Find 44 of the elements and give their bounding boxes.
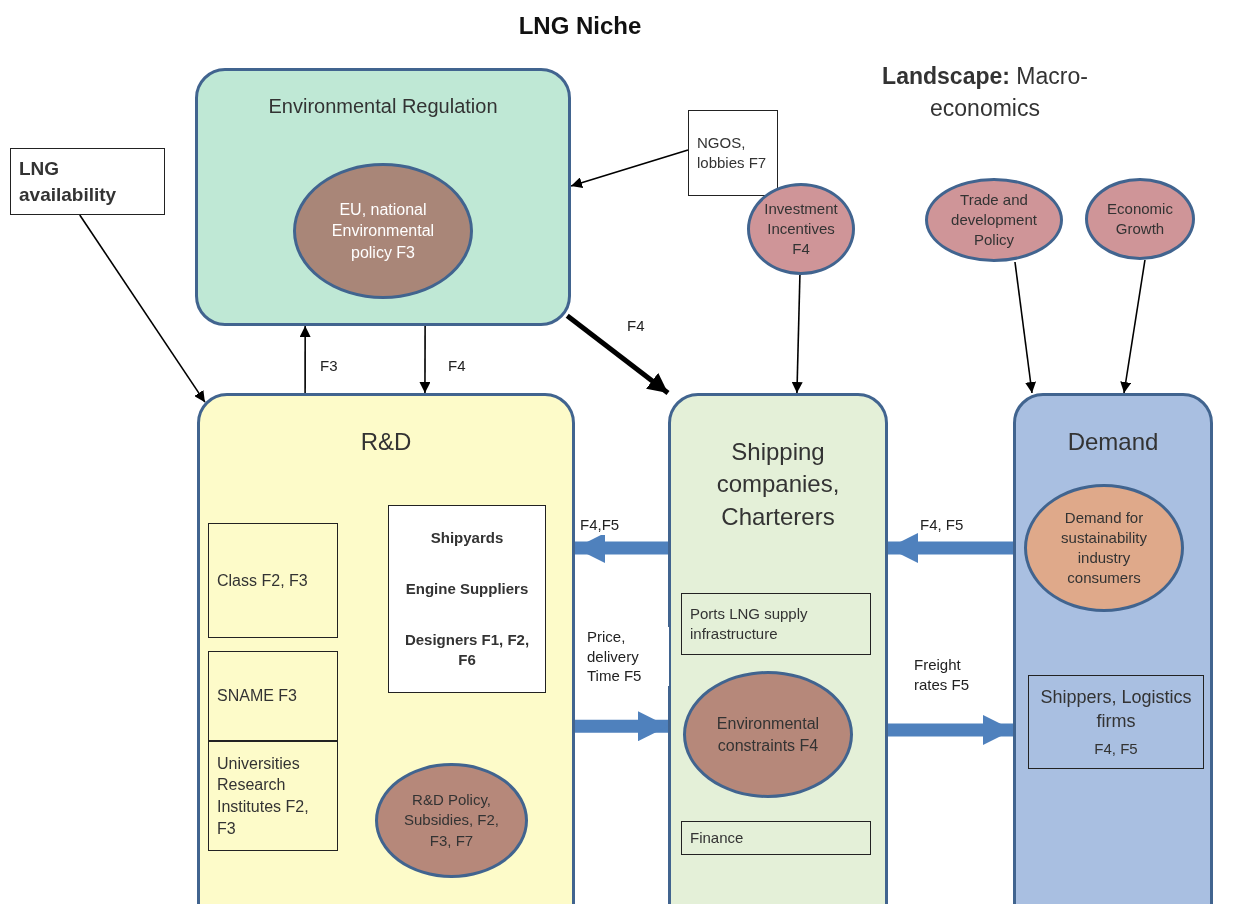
arrow	[1014, 261, 1037, 394]
arrow	[1120, 259, 1146, 394]
policy-ellipse: EU, national Environmental policy F3	[293, 163, 473, 299]
demand-ellipse: Demand for sustainability industry consumers	[1024, 484, 1184, 612]
actor-box	[388, 505, 546, 693]
title: LNG Niche	[517, 12, 643, 40]
arrow	[565, 313, 670, 395]
actor-box: SNAME F3	[208, 651, 338, 741]
group-title: Environmental Regulation	[267, 94, 499, 119]
factor-ellipse: Trade and development Policy	[925, 178, 1063, 262]
factor-ellipse: Investment Incentives F4	[747, 183, 855, 275]
actor-box	[1028, 675, 1204, 769]
actor-box: Universities Research Institutes F2, F3	[208, 741, 338, 851]
block-arrow	[575, 711, 668, 742]
group-title: R&D	[359, 427, 413, 457]
actor-box: NGOS, lobbies F7	[688, 110, 778, 196]
group-box	[197, 393, 575, 904]
block-arrow	[888, 714, 1013, 745]
group-box	[668, 393, 888, 904]
factor-ellipse: Economic Growth	[1085, 178, 1195, 260]
landscape-label: Landscape: Macro-economics	[881, 62, 1089, 124]
box-heading: Shippers, Logistics firms	[1039, 685, 1193, 734]
actor-box: Ports LNG supply infrastructure	[681, 593, 871, 655]
group-box	[1013, 393, 1213, 904]
group-box	[195, 68, 571, 326]
actor-box: Class F2, F3	[208, 523, 338, 638]
policy-ellipse: R&D Policy, Subsidies, F2, F3, F7	[375, 763, 528, 878]
arrow	[791, 274, 803, 394]
block-arrow	[888, 533, 1013, 563]
box-text: Designers F1, F2, F6	[403, 630, 531, 671]
arrow	[570, 149, 689, 188]
arrow	[299, 325, 311, 394]
box-text: Engine Suppliers	[405, 578, 529, 599]
group-title: Demand	[1066, 427, 1160, 457]
input-box: LNG availability	[10, 148, 165, 215]
box-text: F4, F5	[1094, 738, 1138, 759]
arrow	[419, 325, 431, 394]
constraint-ellipse: Environmental constraints F4	[683, 671, 853, 798]
block-arrow	[575, 533, 668, 563]
actor-box: Finance	[681, 821, 871, 855]
edge-label: Price, delivery Time F5	[585, 627, 669, 686]
box-heading: Shipyards	[430, 527, 504, 548]
group-title: Shipping companies, Charterers	[715, 437, 841, 532]
arrow	[78, 214, 206, 403]
